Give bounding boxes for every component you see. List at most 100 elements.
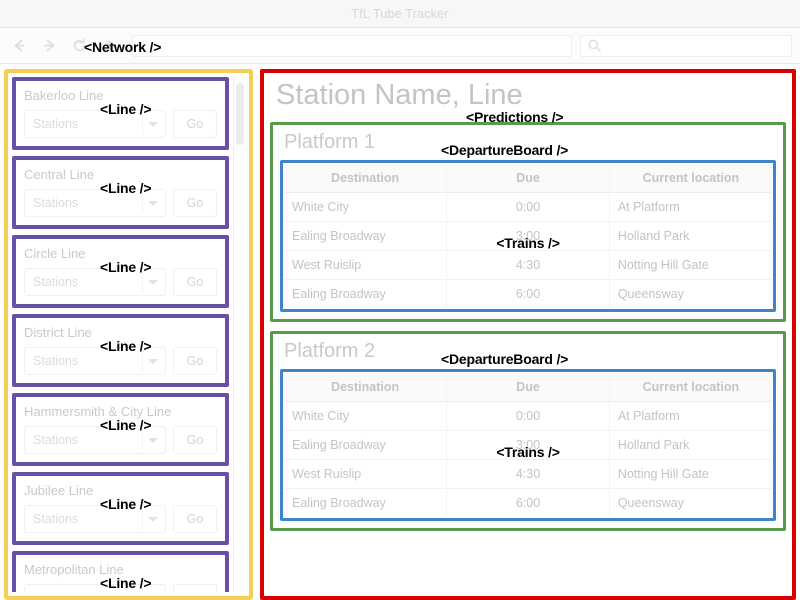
stations-select[interactable]: Stations <box>24 110 166 138</box>
annotation-line-tag: <Line /> <box>100 259 152 275</box>
network-component: Bakerloo Line Stations Go <Line /> <box>4 69 253 600</box>
line-card[interactable]: Hammersmith & City Line Stations Go <Lin… <box>12 393 229 466</box>
table-row: West Ruislip 4:30 Notting Hill Gate <box>284 459 772 490</box>
annotation-line-tag: <Line /> <box>100 180 152 196</box>
go-button[interactable]: Go <box>173 189 217 217</box>
table-row: Ealing Broadway 6:00 Queensway <box>284 279 772 309</box>
select-divider <box>142 588 143 592</box>
stations-placeholder: Stations <box>33 591 78 592</box>
line-controls: Stations Go <box>24 189 217 217</box>
go-button[interactable]: Go <box>173 110 217 138</box>
annotation-departureboard-tag: <DepartureBoard /> <box>441 142 569 159</box>
cell-location: Notting Hill Gate <box>609 250 772 281</box>
forward-icon[interactable] <box>38 35 60 57</box>
line-controls: Stations Go <box>24 426 217 454</box>
url-input[interactable] <box>132 34 572 57</box>
line-card[interactable]: Central Line Stations Go <Line /> <box>12 156 229 229</box>
cell-destination: Ealing Broadway <box>284 430 448 461</box>
stations-select[interactable]: Stations <box>24 584 166 592</box>
window-title: TfL Tube Tracker <box>351 6 449 21</box>
go-button[interactable]: Go <box>173 347 217 375</box>
cell-destination: White City <box>284 401 448 432</box>
stations-select[interactable]: Stations <box>24 505 166 533</box>
chevron-down-icon <box>148 359 158 364</box>
line-card[interactable]: Bakerloo Line Stations Go <Line /> <box>12 77 229 150</box>
back-icon[interactable] <box>8 35 30 57</box>
line-title: Metropolitan Line <box>24 562 124 577</box>
column-header-location: Current location <box>609 373 772 403</box>
chevron-down-icon <box>148 438 158 443</box>
annotation-trains-tag: <Trains /> <box>496 235 560 252</box>
go-button[interactable]: Go <box>173 268 217 296</box>
line-controls: Stations Go <box>24 347 217 375</box>
network-inner: Bakerloo Line Stations Go <Line /> <box>12 77 245 592</box>
annotation-line-tag: <Line /> <box>100 575 152 591</box>
line-card[interactable]: Metropolitan Line Stations Go <Line /> <box>12 551 229 592</box>
cell-destination: Ealing Broadway <box>284 221 448 252</box>
line-title: Hammersmith & City Line <box>24 404 172 419</box>
departures-table: Destination Due Current location White C… <box>284 164 772 309</box>
select-divider <box>142 351 143 371</box>
table-row: Ealing Broadway 6:00 Queensway <box>284 488 772 518</box>
annotation-line-tag: <Line /> <box>100 417 152 433</box>
cell-location: At Platform <box>609 192 772 223</box>
stations-select[interactable]: Stations <box>24 268 166 296</box>
line-title: District Line <box>24 325 92 340</box>
sidebar-scrollbar[interactable] <box>233 77 245 592</box>
annotation-network-tag: <Network /> <box>84 39 162 55</box>
go-button[interactable]: Go <box>173 426 217 454</box>
stations-placeholder: Stations <box>33 354 79 368</box>
stations-select[interactable]: Stations <box>24 347 166 375</box>
sidebar-scrollbar-thumb[interactable] <box>236 83 244 145</box>
cell-due: 0:00 <box>446 401 610 432</box>
window-titlebar: TfL Tube Tracker <box>0 0 800 28</box>
line-card[interactable]: Jubilee Line Stations Go <Line /> <box>12 472 229 545</box>
annotation-line-tag: <Line /> <box>100 338 152 354</box>
line-title: Bakerloo Line <box>24 88 104 103</box>
go-button[interactable]: Go <box>173 505 217 533</box>
cell-destination: West Ruislip <box>284 250 448 281</box>
select-divider <box>142 509 143 529</box>
cell-destination: White City <box>284 192 448 223</box>
go-button[interactable]: Go <box>173 584 217 592</box>
chevron-down-icon <box>148 122 158 127</box>
select-divider <box>142 193 143 213</box>
cell-location: Holland Park <box>609 221 772 252</box>
line-controls: Stations Go <box>24 110 217 138</box>
stations-select[interactable]: Stations <box>24 189 166 217</box>
line-title: Jubilee Line <box>24 483 94 498</box>
line-controls: Stations Go <box>24 268 217 296</box>
stations-select[interactable]: Stations <box>24 426 166 454</box>
stations-placeholder: Stations <box>33 512 79 526</box>
platform-title: Platform 1 <box>284 131 376 154</box>
table-row: West Ruislip 4:30 Notting Hill Gate <box>284 250 772 281</box>
search-icon <box>588 39 601 52</box>
chevron-down-icon <box>148 201 158 206</box>
table-row: Ealing Broadway 3:00 Holland Park <box>284 221 772 252</box>
cell-due: 3:00 <box>446 430 610 461</box>
line-list: Bakerloo Line Stations Go <Line /> <box>12 77 233 592</box>
chevron-down-icon <box>148 517 158 522</box>
home-icon[interactable] <box>98 35 120 57</box>
select-divider <box>142 430 143 450</box>
search-input[interactable] <box>580 34 792 57</box>
table-header-row: Destination Due Current location <box>284 164 772 194</box>
line-controls: Stations Go <box>24 584 217 592</box>
select-divider <box>142 114 143 134</box>
cell-location: At Platform <box>609 401 772 432</box>
annotation-trains-tag: <Trains /> <box>496 444 560 461</box>
cell-due: 4:30 <box>446 250 610 281</box>
annotation-predictions-tag: <Predictions /> <box>466 109 564 125</box>
cell-location: Queensway <box>617 496 684 511</box>
line-card[interactable]: District Line Stations Go <Line /> <box>12 314 229 387</box>
reload-icon[interactable] <box>68 35 90 57</box>
stations-placeholder: Stations <box>33 196 79 210</box>
line-card[interactable]: Circle Line Stations Go <Line /> <box>12 235 229 308</box>
browser-toolbar: <Network /> <box>0 28 800 64</box>
departure-board: Platform 1 Destination Due Current locat… <box>270 122 786 323</box>
departures-table: Destination Due Current location White C… <box>284 373 772 518</box>
cell-due: 6:00 <box>446 488 610 518</box>
line-title: Circle Line <box>24 246 86 261</box>
column-header-destination: Destination <box>284 164 448 194</box>
